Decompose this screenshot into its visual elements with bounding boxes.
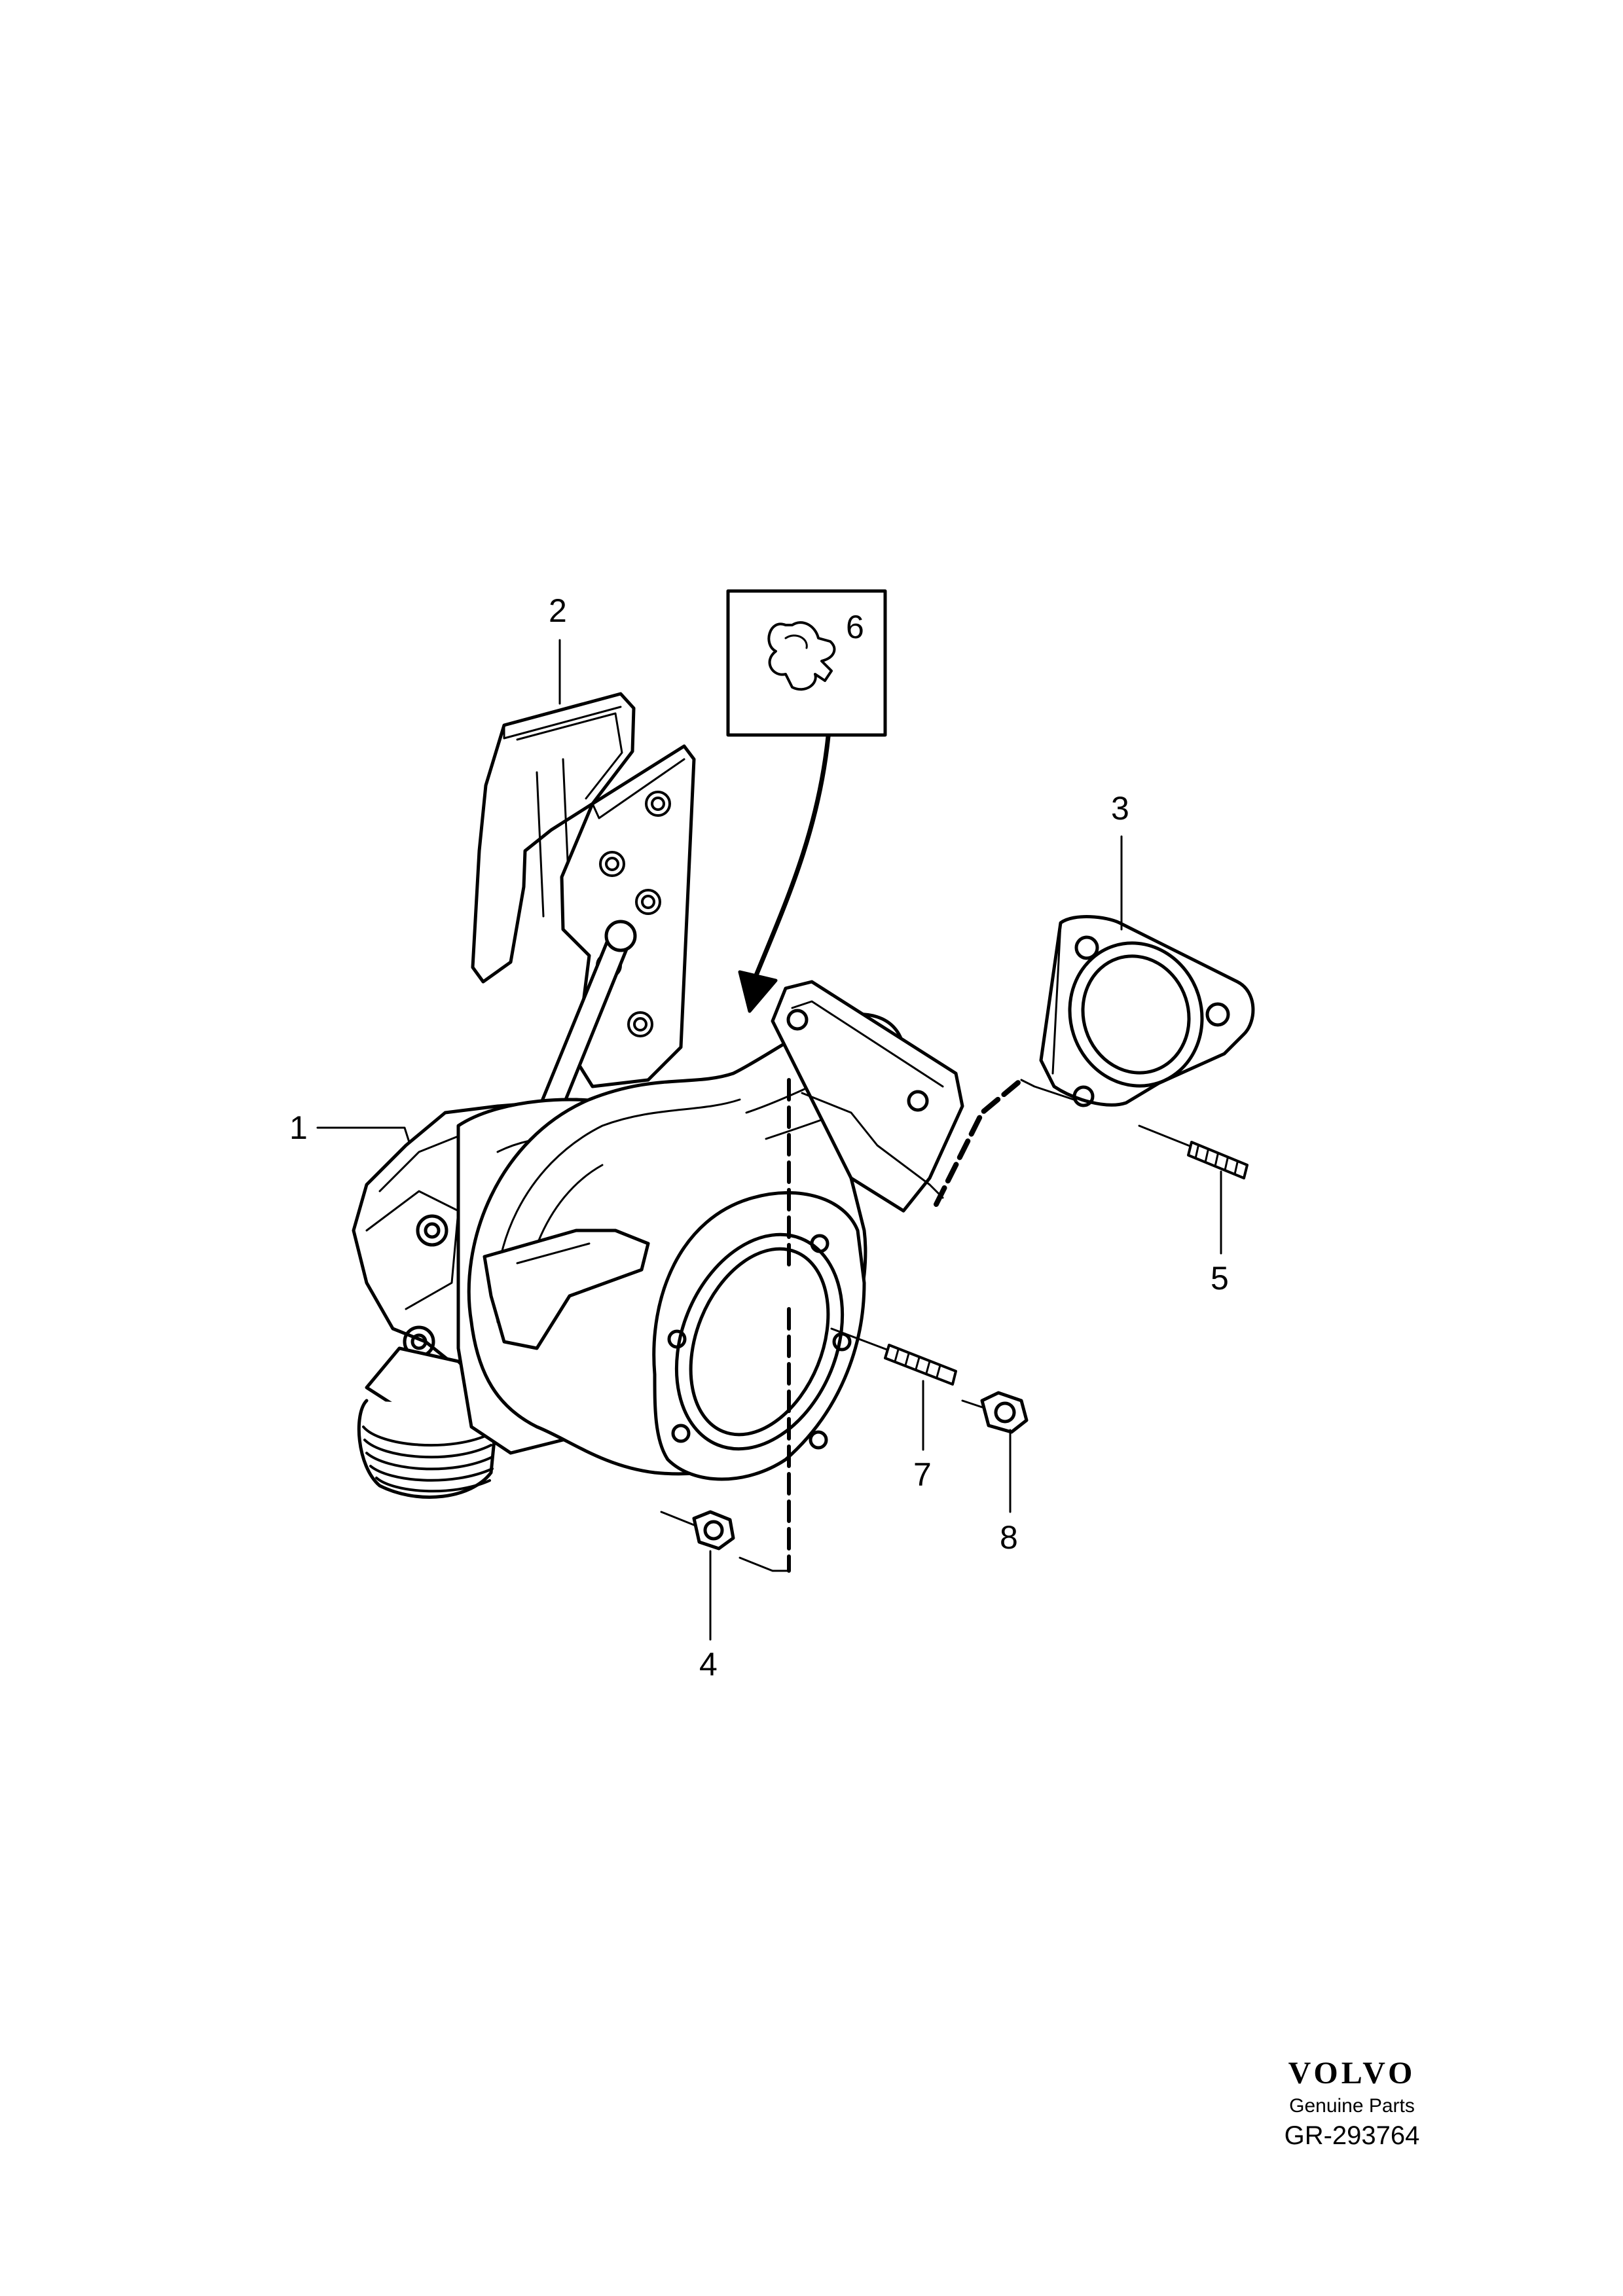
callout-7: 7 bbox=[913, 1456, 932, 1493]
callout-6: 6 bbox=[846, 609, 864, 645]
callout-5: 5 bbox=[1211, 1260, 1229, 1297]
stud-part-7 bbox=[830, 1327, 957, 1386]
callout-1: 1 bbox=[289, 1109, 308, 1146]
callout-2: 2 bbox=[549, 592, 567, 629]
nut-part-8 bbox=[961, 1391, 1029, 1434]
brand-subtitle: Genuine Parts bbox=[1289, 2095, 1415, 2117]
nut-part-4 bbox=[660, 1510, 735, 1551]
callout-8: 8 bbox=[1000, 1519, 1018, 1556]
volvo-logo: VOLVO bbox=[1288, 2056, 1416, 2090]
callout-4: 4 bbox=[699, 1646, 718, 1683]
brand-block: VOLVO Genuine Parts GR-293764 bbox=[1247, 2056, 1457, 2151]
callout-3: 3 bbox=[1111, 790, 1129, 827]
clip-detail-box-part-6 bbox=[726, 589, 887, 1013]
diagram-code: GR-293764 bbox=[1284, 2121, 1420, 2150]
callout-leaders bbox=[316, 639, 1222, 1641]
stud-part-5 bbox=[1138, 1124, 1249, 1179]
callout-labels: 1 2 3 4 5 6 7 8 bbox=[289, 592, 1229, 1683]
turbocharger-part-1 bbox=[352, 980, 964, 1573]
gasket-part-3 bbox=[934, 915, 1255, 1207]
